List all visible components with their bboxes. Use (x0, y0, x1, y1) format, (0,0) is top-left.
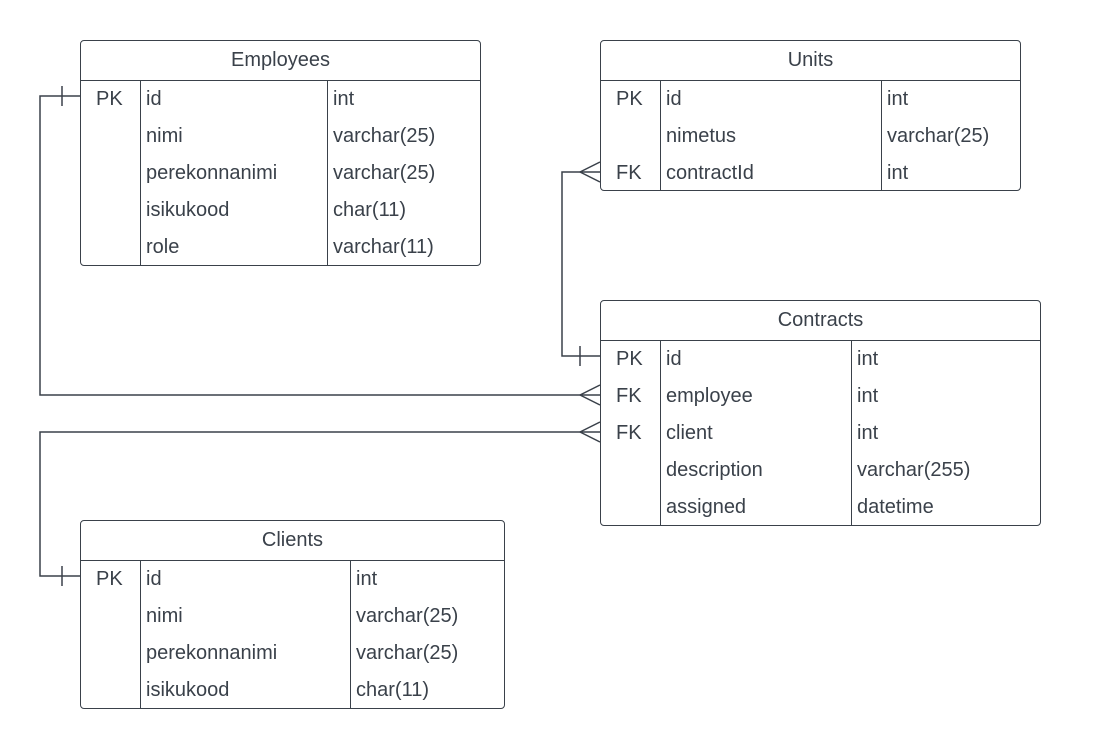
table-row: PK id int (601, 81, 1020, 118)
column-type: varchar(25) (356, 642, 459, 664)
column-type: char(11) (356, 679, 429, 701)
column-name: id (146, 88, 162, 110)
table-row: FK client int (601, 415, 1040, 452)
column-type: varchar(25) (333, 162, 436, 184)
relationship-employees-contracts (39, 86, 601, 406)
column-type: varchar(255) (857, 459, 971, 481)
table-row: PK id int (81, 561, 504, 598)
column-type: varchar(25) (333, 125, 436, 147)
column-name: perekonnanimi (146, 642, 278, 664)
entity-units[interactable]: Units PK id int nimetus varchar(25) FK c… (600, 40, 1021, 191)
column-divider (881, 81, 882, 190)
table-row: assigned datetime (601, 489, 1040, 526)
table-row: nimetus varchar(25) (601, 118, 1020, 155)
column-name: nimetus (666, 125, 737, 147)
column-type: int (857, 348, 879, 370)
key-cell: FK (616, 385, 642, 407)
entity-title: Units (601, 41, 1020, 81)
column-name: isikukood (146, 199, 230, 221)
key-cell: FK (616, 162, 642, 184)
column-name: employee (666, 385, 753, 407)
column-type: char(11) (333, 199, 406, 221)
column-type: int (857, 385, 879, 407)
key-cell: PK (616, 348, 643, 370)
entity-contracts[interactable]: Contracts PK id int FK employee int FK c… (600, 300, 1041, 526)
table-row: role varchar(11) (81, 229, 480, 266)
relationship-contracts-units (561, 161, 601, 366)
entity-title: Employees (81, 41, 480, 81)
column-divider (660, 341, 661, 525)
table-row: PK id int (81, 81, 480, 118)
column-divider (140, 561, 141, 708)
column-name: perekonnanimi (146, 162, 278, 184)
column-name: contractId (666, 162, 754, 184)
column-type: datetime (857, 496, 934, 518)
column-type: varchar(25) (356, 605, 459, 627)
table-row: isikukood char(11) (81, 192, 480, 229)
entity-clients[interactable]: Clients PK id int nimi varchar(25) perek… (80, 520, 505, 709)
column-name: id (666, 348, 682, 370)
column-divider (327, 81, 328, 265)
relationship-clients-contracts (39, 421, 601, 586)
entity-title: Contracts (601, 301, 1040, 341)
table-row: isikukood char(11) (81, 672, 504, 709)
key-cell: PK (96, 88, 123, 110)
column-name: role (146, 236, 180, 258)
key-cell: PK (616, 88, 643, 110)
column-type: int (356, 568, 378, 590)
table-row: nimi varchar(25) (81, 598, 504, 635)
column-name: nimi (146, 125, 183, 147)
column-type: int (857, 422, 879, 444)
key-cell: PK (96, 568, 123, 590)
column-divider (140, 81, 141, 265)
column-name: nimi (146, 605, 183, 627)
table-row: FK contractId int (601, 155, 1020, 192)
column-name: description (666, 459, 763, 481)
column-name: id (146, 568, 162, 590)
column-type: varchar(25) (887, 125, 990, 147)
table-row: perekonnanimi varchar(25) (81, 635, 504, 672)
table-row: perekonnanimi varchar(25) (81, 155, 480, 192)
column-divider (350, 561, 351, 708)
column-type: varchar(11) (333, 236, 434, 258)
column-name: assigned (666, 496, 747, 518)
table-row: PK id int (601, 341, 1040, 378)
column-type: int (887, 88, 909, 110)
table-row: description varchar(255) (601, 452, 1040, 489)
table-row: nimi varchar(25) (81, 118, 480, 155)
column-divider (660, 81, 661, 190)
entity-employees[interactable]: Employees PK id int nimi varchar(25) per… (80, 40, 481, 266)
entity-title: Clients (81, 521, 504, 561)
column-divider (851, 341, 852, 525)
table-row: FK employee int (601, 378, 1040, 415)
column-name: client (666, 422, 713, 444)
column-type: int (887, 162, 909, 184)
key-cell: FK (616, 422, 642, 444)
column-type: int (333, 88, 355, 110)
column-name: isikukood (146, 679, 230, 701)
column-name: id (666, 88, 682, 110)
